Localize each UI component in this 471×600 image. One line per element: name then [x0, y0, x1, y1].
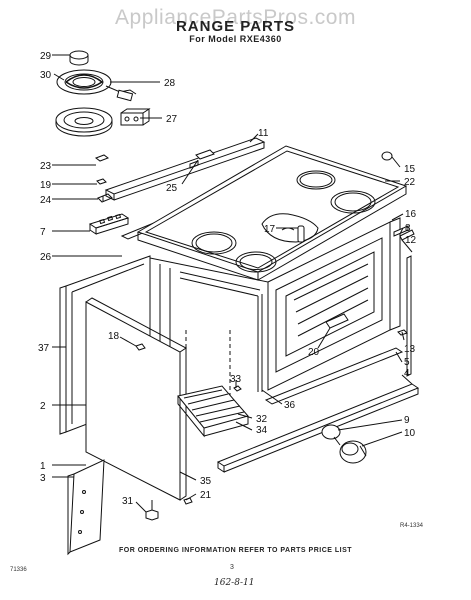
- diagram-title: RANGE PARTS: [175, 18, 296, 35]
- callout-20: 20: [308, 347, 320, 358]
- small-screw-33: [233, 385, 242, 392]
- rear-panel: [85, 297, 187, 501]
- ordering-note: FOR ORDERING INFORMATION REFER TO PARTS …: [118, 547, 353, 554]
- infinite-switch: [120, 108, 151, 126]
- left-code: 71336: [10, 567, 27, 573]
- callout-17: 17: [264, 224, 276, 235]
- callout-13: 13: [404, 344, 416, 355]
- broiler-drawer: [177, 385, 249, 438]
- callout-33: 33: [230, 374, 242, 385]
- callout-21: 21: [200, 490, 212, 501]
- callout-22: 22: [404, 177, 416, 188]
- handwritten-note: 162-8-11: [214, 578, 255, 588]
- callout-36: 36: [284, 400, 296, 411]
- callout-12: 12: [405, 235, 417, 246]
- callout-4: 4: [404, 368, 410, 379]
- cooktop: [136, 145, 408, 281]
- callout-34: 34: [256, 425, 268, 436]
- callout-29: 29: [40, 51, 52, 62]
- callout-18: 18: [108, 331, 120, 342]
- callout-labels: 29 30 28 27 11 23 19 24 25 15 22 7 17 16…: [38, 51, 417, 507]
- watermark-text: AppliancePartsPros.com: [115, 6, 356, 29]
- callout-10: 10: [404, 428, 416, 439]
- callout-24: 24: [40, 195, 52, 206]
- callout-3: 3: [40, 473, 46, 484]
- callout-19: 19: [40, 180, 52, 191]
- rear-channel: [104, 137, 266, 201]
- callout-5: 5: [404, 357, 410, 368]
- callout-16: 16: [405, 209, 417, 220]
- callout-27: 27: [166, 114, 178, 125]
- side-strip-right: [406, 255, 412, 377]
- callout-15: 15: [404, 164, 416, 175]
- control-knob: [321, 424, 367, 464]
- callout-31: 31: [122, 496, 134, 507]
- surface-element-assembly: [55, 50, 137, 137]
- drawing-code: R4-1334: [400, 523, 424, 529]
- mounting-bracket: [97, 193, 113, 203]
- callout-37: 37: [38, 343, 50, 354]
- callout-2: 2: [40, 401, 46, 412]
- kick-rail: [216, 347, 420, 473]
- leader-lines: [52, 54, 413, 513]
- callout-23: 23: [40, 161, 52, 172]
- screw-part: [96, 178, 107, 185]
- callout-9: 9: [404, 415, 410, 426]
- callout-26: 26: [40, 252, 52, 263]
- callout-8: 8: [405, 223, 411, 234]
- leveling-foot: [145, 500, 159, 521]
- callout-11: 11: [258, 128, 269, 139]
- small-clip-part: [94, 154, 110, 162]
- corner-bracket: [67, 459, 105, 556]
- callout-30: 30: [40, 70, 52, 81]
- terminal-block: [88, 213, 130, 235]
- callout-7: 7: [40, 227, 46, 238]
- callout-28: 28: [164, 78, 176, 89]
- callout-32: 32: [256, 414, 268, 425]
- callout-1: 1: [40, 461, 46, 472]
- gasket-15: [381, 151, 393, 161]
- page-number: 3: [230, 564, 234, 571]
- diagram-subtitle: For Model RXE4360: [189, 34, 282, 44]
- callout-25: 25: [166, 183, 178, 194]
- callout-35: 35: [200, 476, 212, 487]
